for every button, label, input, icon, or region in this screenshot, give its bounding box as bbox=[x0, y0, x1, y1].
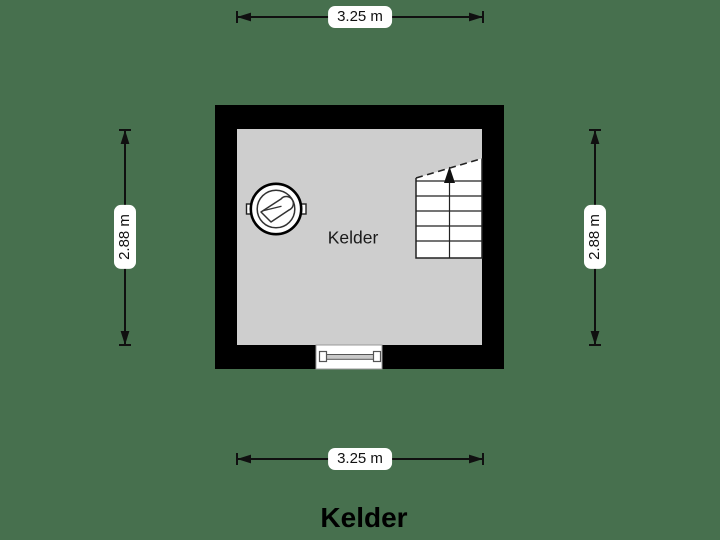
dimension-label-right: 2.88 m bbox=[584, 205, 606, 269]
boiler-icon bbox=[245, 182, 307, 236]
stair-steps bbox=[416, 180, 482, 258]
dimension-label-left: 2.88 m bbox=[114, 205, 136, 269]
dimension-label-bottom: 3.25 m bbox=[328, 448, 392, 470]
stair-up-arrow-icon bbox=[444, 166, 455, 183]
dimension-label-top: 3.25 m bbox=[328, 6, 392, 28]
window-bottom bbox=[315, 344, 383, 370]
plan-title: Kelder bbox=[320, 502, 408, 533]
room-label: Kelder bbox=[327, 227, 379, 248]
staircase bbox=[415, 157, 483, 259]
